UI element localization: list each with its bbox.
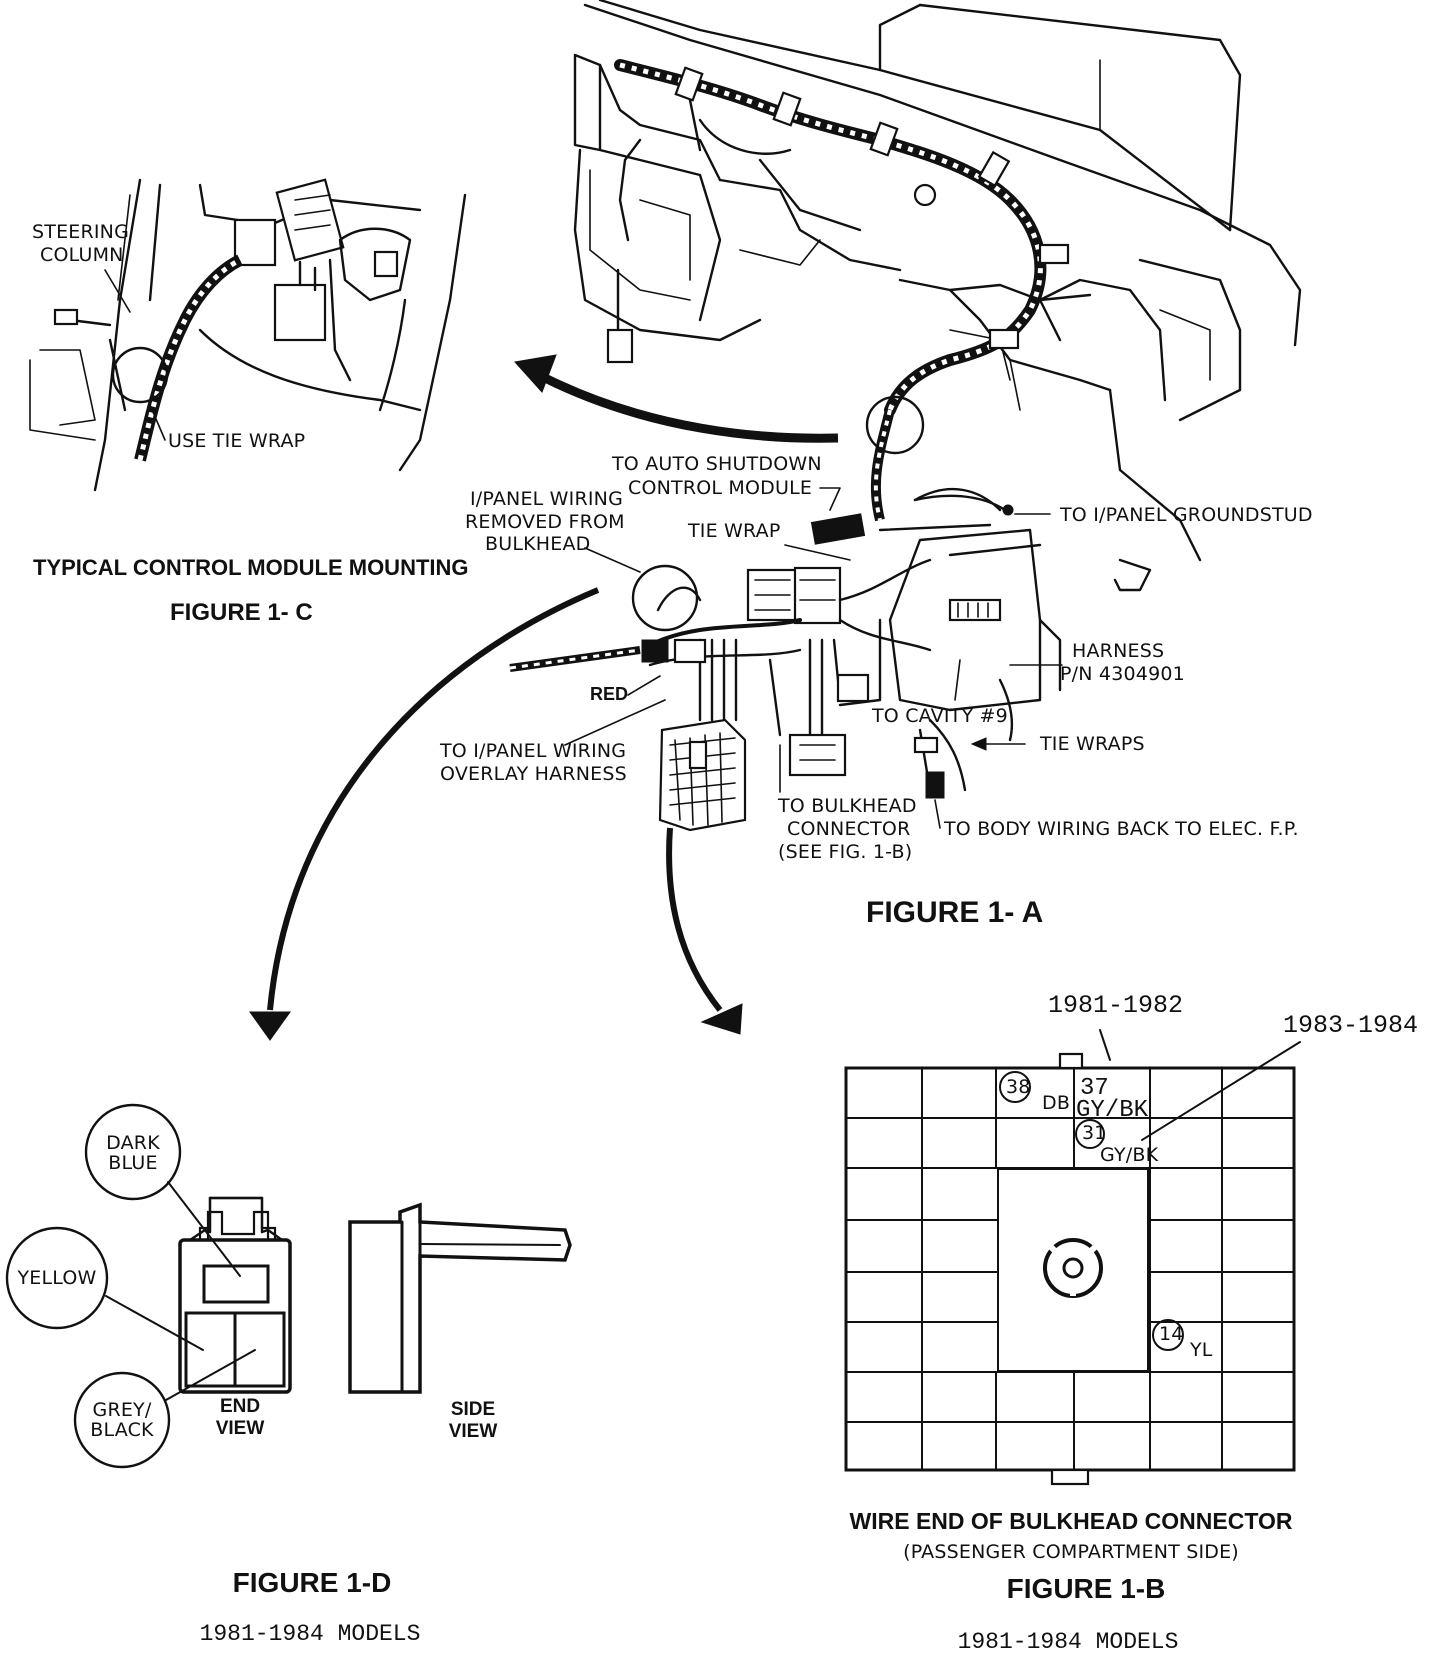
dark-blue-label-1: DARK — [106, 1132, 160, 1154]
yellow-callout — [5, 1226, 109, 1330]
cavity-label: TO CAVITY #9 — [871, 705, 1008, 727]
cavity-37-number: 37 — [1080, 1075, 1109, 1102]
db-color-label: DB — [1042, 1092, 1070, 1114]
figure-1c-drawing — [29, 178, 467, 492]
steering-column-label-1: STEERING — [32, 221, 129, 243]
auto-shutdown-label-2: CONTROL MODULE — [628, 477, 812, 499]
gy-bk-1983-1984-label: GY/BK — [1100, 1144, 1159, 1166]
dark-blue-callout — [84, 1103, 182, 1201]
side-view-label-2: VIEW — [449, 1421, 498, 1442]
ipanel-removed-label-3: BULKHEAD — [485, 533, 591, 555]
cavity-31-number: 31 — [1082, 1122, 1107, 1144]
harness-label-1: HARNESS — [1072, 640, 1164, 662]
tie-wrap-label: TIE WRAP — [687, 520, 781, 542]
arrow-to-figure-1c — [514, 354, 839, 443]
figure-1a-label: FIGURE 1- A — [866, 896, 1043, 929]
end-view-label-2: VIEW — [216, 1418, 265, 1439]
figure-1c-labels: STEERING COLUMN USE TIE WRAP TYPICAL CON… — [32, 221, 469, 626]
figure-1c-label: FIGURE 1- C — [170, 599, 313, 626]
grey-black-label-2: BLACK — [90, 1419, 154, 1441]
figure-1b-label: FIGURE 1-B — [1007, 1573, 1166, 1604]
overlay-harness-label-1: TO I/PANEL WIRING — [439, 740, 626, 762]
side-view-label-1: SIDE — [451, 1399, 495, 1420]
figure-1a-labels: TO AUTO SHUTDOWN CONTROL MODULE I/PANEL … — [439, 453, 1313, 929]
bulkhead-connector-label-2: CONNECTOR — [787, 818, 910, 840]
grey-black-callout — [73, 1371, 171, 1469]
bulkhead-connector-label-1: TO BULKHEAD — [777, 795, 917, 817]
bulkhead-caption-subtitle: (PASSENGER COMPARTMENT SIDE) — [903, 1541, 1239, 1563]
use-tie-wrap-label: USE TIE WRAP — [168, 430, 305, 452]
dark-blue-label-2: BLUE — [108, 1152, 157, 1174]
yl-color-label: YL — [1189, 1339, 1213, 1361]
auto-shutdown-label-1: TO AUTO SHUTDOWN — [611, 453, 822, 475]
body-wiring-label: TO BODY WIRING BACK TO ELEC. F.P. — [943, 818, 1299, 840]
arrow-to-figure-1b — [666, 827, 743, 1035]
ipanel-removed-label-1: I/PANEL WIRING — [470, 488, 623, 510]
tie-wraps-label: TIE WRAPS — [1039, 733, 1145, 755]
ipanel-removed-label-2: REMOVED FROM — [465, 511, 625, 533]
figure-1b-labels: 1981-1982 1983-1984 38 DB 37 GY/BK 31 GY… — [850, 991, 1419, 1655]
yellow-label: YELLOW — [16, 1267, 96, 1289]
figure-1d-callouts — [5, 1103, 256, 1469]
figure-1d-side-view — [348, 1202, 572, 1394]
figure-1a-drawing — [509, 0, 1302, 832]
cavity-38-number: 38 — [1006, 1076, 1031, 1098]
bulkhead-caption-title: WIRE END OF BULKHEAD CONNECTOR — [850, 1508, 1293, 1534]
figure-1d-end-view — [178, 1196, 292, 1394]
end-view-label-1: END — [220, 1396, 260, 1417]
figure-1b-connector — [844, 1029, 1301, 1486]
harness-label-2: P/N 4304901 — [1060, 663, 1185, 685]
year-1983-1984-label: 1983-1984 — [1283, 1011, 1418, 1040]
figure-1d-labels: DARK BLUE YELLOW GREY/ BLACK END VIEW SI… — [16, 1132, 497, 1647]
cavity-14-number: 14 — [1159, 1323, 1184, 1345]
overlay-harness-label-2: OVERLAY HARNESS — [440, 763, 627, 785]
figure-1b-models: 1981-1984 MODELS — [958, 1629, 1179, 1654]
bulkhead-connector-label-3: (SEE FIG. 1-B) — [778, 841, 912, 863]
year-1981-1982-label: 1981-1982 — [1048, 991, 1183, 1020]
figure-1c-title: TYPICAL CONTROL MODULE MOUNTING — [33, 555, 469, 580]
figure-1d-models: 1981-1984 MODELS — [200, 1621, 421, 1647]
groundstud-label: TO I/PANEL GROUNDSTUD — [1059, 504, 1313, 526]
steering-column-label-2: COLUMN — [40, 244, 124, 266]
gy-bk-1981-1982-label: GY/BK — [1076, 1097, 1149, 1124]
grey-black-label-1: GREY/ — [93, 1399, 152, 1421]
arrow-to-figure-1d — [249, 587, 600, 1041]
figure-1d-label: FIGURE 1-D — [233, 1567, 392, 1598]
red-wire-label: RED — [590, 684, 628, 704]
